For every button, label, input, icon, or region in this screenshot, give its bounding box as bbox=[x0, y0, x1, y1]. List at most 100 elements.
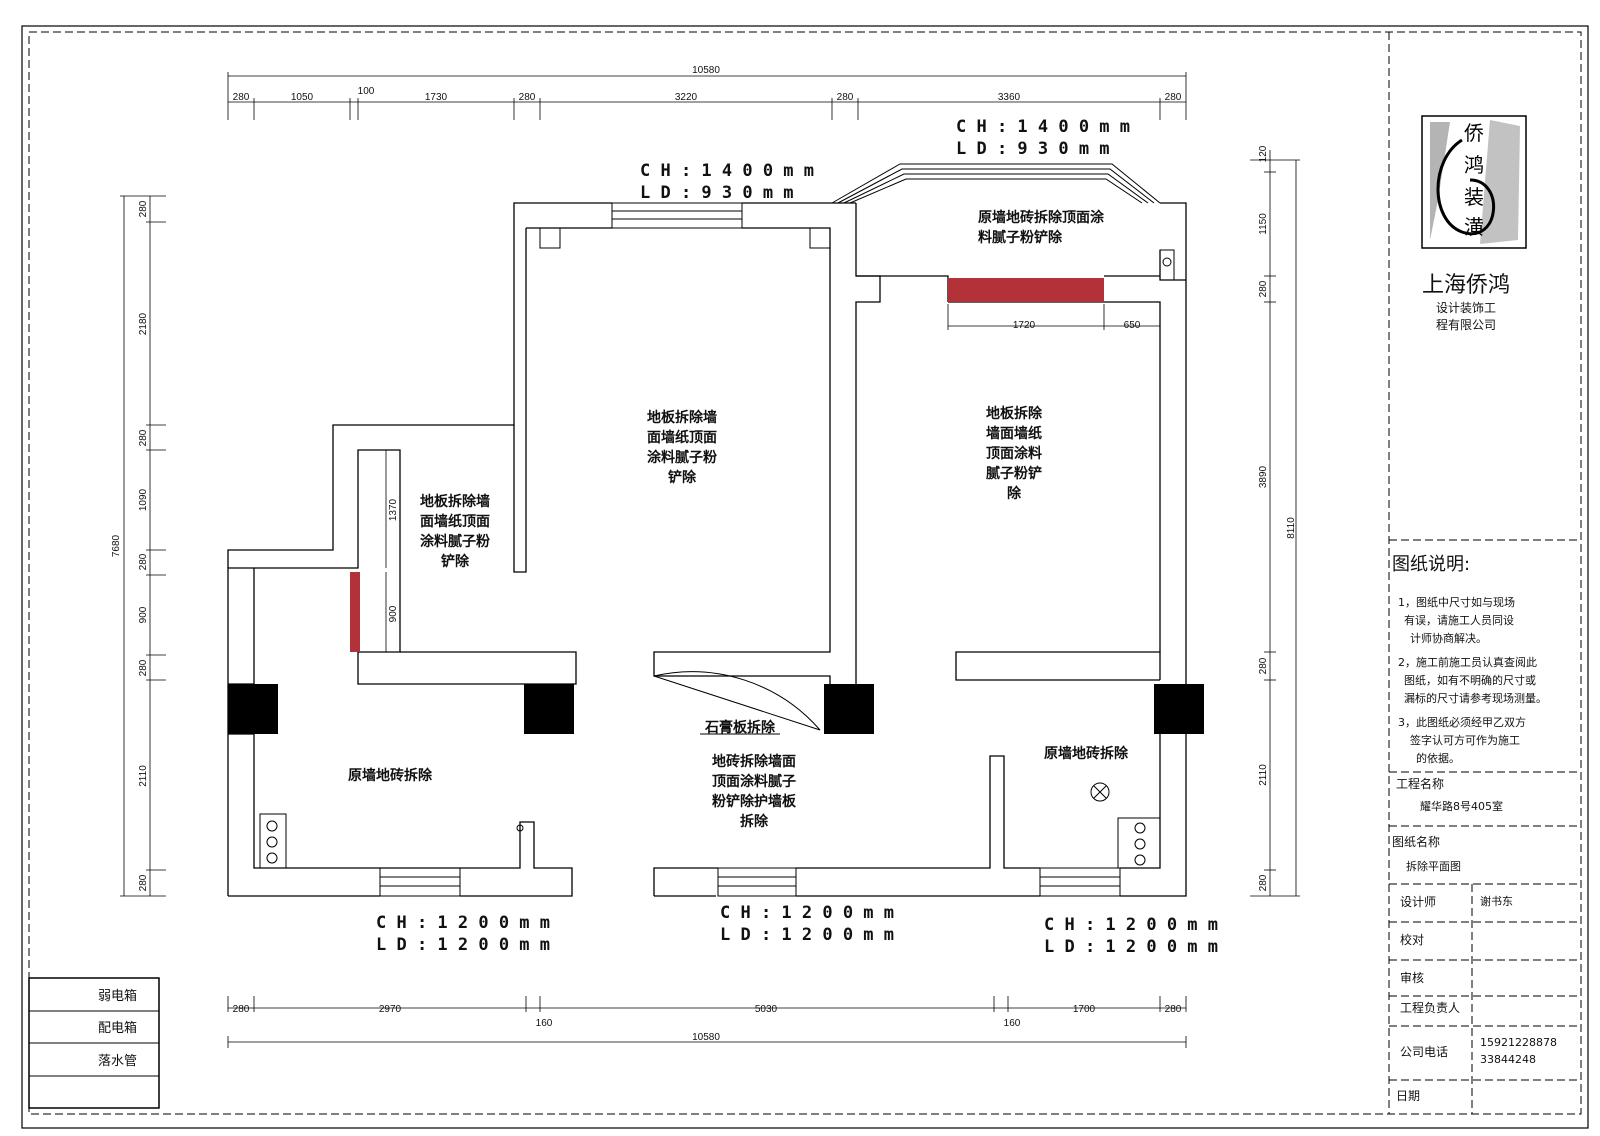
drawing-name-value: 拆除平面图 bbox=[1406, 859, 1461, 873]
room-center-line-2: 面墙纸顶面 bbox=[647, 429, 717, 446]
drain-pipe-icon bbox=[1162, 257, 1172, 267]
logo-char-3: 装 bbox=[1464, 185, 1484, 209]
dim-top-total: 10580 bbox=[692, 65, 720, 76]
room-left-small-line-1: 地板拆除墙 bbox=[420, 493, 490, 510]
reviewer-label: 审核 bbox=[1400, 970, 1424, 985]
dim-left-seg-4: 1090 bbox=[138, 488, 149, 511]
window-bottom-mid bbox=[717, 867, 797, 897]
logo-char-2: 鸿 bbox=[1464, 153, 1484, 177]
checker-label: 校对 bbox=[1400, 932, 1424, 947]
phone-value-2: 33844248 bbox=[1480, 1053, 1536, 1066]
outer-frame bbox=[21, 25, 1589, 1129]
dim-left-seg-7: 280 bbox=[138, 659, 149, 676]
column-center-right bbox=[824, 684, 874, 734]
notes-title: 图纸说明: bbox=[1392, 554, 1470, 575]
gypsum-label: 石膏板拆除 bbox=[704, 719, 776, 736]
room-right-line-4: 腻子粉铲 bbox=[986, 465, 1042, 482]
project-name-label: 工程名称 bbox=[1396, 776, 1444, 791]
phone-label: 公司电话 bbox=[1400, 1045, 1448, 1059]
dim-left-seg-9: 280 bbox=[138, 874, 149, 891]
company-sub-2: 程有限公司 bbox=[1436, 317, 1496, 332]
drain-pipe-box bbox=[1159, 249, 1175, 281]
note-2-line-1: 2，施工前施工员认真查阅此 bbox=[1398, 655, 1537, 669]
dim-top-seg-1: 280 bbox=[233, 92, 250, 103]
dim-inner-1370: 1370 bbox=[388, 498, 399, 521]
dim-top-seg-6: 3220 bbox=[675, 92, 698, 103]
room-bottom-center-line-4: 拆除 bbox=[740, 813, 769, 830]
dim-bottom-seg-4: 5030 bbox=[755, 1004, 778, 1015]
window-label-top-right: C H : 1 4 0 0 m m L D : 9 3 0 m m bbox=[956, 117, 1130, 159]
window-label-top-left: C H : 1 4 0 0 m m L D : 9 3 0 m m bbox=[640, 161, 814, 203]
dim-left-seg-8: 2110 bbox=[138, 765, 149, 787]
dim-top-seg-3: 100 bbox=[358, 86, 375, 97]
company-sub-1: 设计装饰工 bbox=[1436, 301, 1496, 315]
room-center-line-3: 涂料腻子粉 bbox=[647, 449, 717, 466]
dimension-lines bbox=[120, 72, 1300, 1048]
dim-right-seg-3: 280 bbox=[1258, 280, 1269, 297]
stove-left bbox=[259, 813, 287, 869]
company-name: 上海侨鸿 bbox=[1422, 273, 1510, 298]
drawing-name-label: 图纸名称 bbox=[1392, 834, 1440, 849]
note-2-line-3: 漏标的尺寸请参考现场测量。 bbox=[1404, 691, 1547, 705]
window-bottom-left bbox=[379, 867, 461, 897]
bay-window bbox=[831, 163, 1161, 204]
dim-left-seg-1: 280 bbox=[138, 200, 149, 217]
corner-post-right bbox=[809, 227, 831, 249]
dim-top-seg-4: 1730 bbox=[425, 92, 448, 103]
inner-dashed-frame bbox=[28, 31, 1582, 1115]
manager-label: 工程负责人 bbox=[1400, 1000, 1460, 1015]
dim-right-seg-1: 120 bbox=[1258, 145, 1269, 162]
project-name-value: 耀华路8号405室 bbox=[1420, 799, 1503, 813]
note-1-line-3: 计师协商解决。 bbox=[1410, 631, 1487, 645]
dim-inner-650: 650 bbox=[1124, 320, 1141, 331]
window-label-bottom-mid: C H : 1 2 0 0 m m L D : 1 2 0 0 m m bbox=[720, 903, 894, 945]
room-left-small-line-4: 铲除 bbox=[441, 553, 470, 570]
legend-item-weak-current-box: 弱电箱 bbox=[98, 988, 137, 1004]
room-center-line-1: 地板拆除墙 bbox=[647, 409, 717, 426]
window-bottom-right-ch: C H : 1 2 0 0 m m bbox=[1044, 915, 1218, 935]
window-bottom-right bbox=[1039, 867, 1121, 897]
designer-label: 设计师 bbox=[1400, 895, 1436, 909]
window-top-left-ch: C H : 1 4 0 0 m m bbox=[640, 161, 814, 181]
dim-bottom-seg-7: 280 bbox=[1165, 1004, 1182, 1015]
dim-left-seg-5: 280 bbox=[138, 553, 149, 570]
dim-right-seg-6: 2110 bbox=[1258, 764, 1269, 786]
dim-bottom-seg-3: 160 bbox=[536, 1018, 553, 1029]
note-2-line-2: 图纸，如有不明确的尺寸或 bbox=[1404, 673, 1536, 687]
company-logo: 侨 鸿 装 潢 bbox=[1421, 115, 1527, 249]
dim-top-seg-7: 280 bbox=[837, 92, 854, 103]
dim-left-seg-2: 2180 bbox=[138, 312, 149, 335]
title-block: 侨 鸿 装 潢 上海侨鸿 设计装饰工 程有限公司 图纸说明: 1，图纸中尺寸如与… bbox=[1389, 115, 1581, 1114]
window-label-bottom-right: C H : 1 2 0 0 m m L D : 1 2 0 0 m m bbox=[1044, 915, 1218, 957]
room-bottom-center-line-1: 地砖拆除墙面 bbox=[712, 753, 796, 770]
dim-inner-900: 900 bbox=[388, 605, 399, 622]
dim-right-seg-4: 3890 bbox=[1258, 465, 1269, 488]
room-top-right-line-1: 原墙地砖拆除顶面涂 bbox=[978, 209, 1105, 226]
stove-right bbox=[1117, 817, 1161, 869]
room-left-small-line-3: 涂料腻子粉 bbox=[420, 533, 490, 550]
window-top-left bbox=[611, 202, 743, 229]
room-label-left-small: 地板拆除墙 面墙纸顶面 涂料腻子粉 铲除 bbox=[420, 493, 490, 570]
dim-top-seg-5: 280 bbox=[519, 92, 536, 103]
room-label-bottom-center: 地砖拆除墙面 顶面涂料腻子 粉铲除护墙板 拆除 bbox=[712, 753, 797, 830]
dim-left-total: 7680 bbox=[111, 534, 122, 557]
window-bottom-mid-ch: C H : 1 2 0 0 m m bbox=[720, 903, 894, 923]
dim-top-seg-9: 280 bbox=[1165, 92, 1182, 103]
room-left-small-line-2: 面墙纸顶面 bbox=[420, 513, 490, 530]
window-top-left-ld: L D : 9 3 0 m m bbox=[640, 183, 794, 203]
column-left bbox=[228, 684, 278, 734]
dim-bottom-total: 10580 bbox=[692, 1032, 720, 1043]
dim-left-seg-3: 280 bbox=[138, 429, 149, 446]
dim-left-seg-6: 900 bbox=[138, 606, 149, 623]
note-3-line-3: 的依据。 bbox=[1416, 751, 1460, 765]
dim-right-seg-5: 280 bbox=[1258, 657, 1269, 674]
room-bottom-right-label: 原墙地砖拆除 bbox=[1044, 745, 1129, 762]
room-bottom-center-line-3: 粉铲除护墙板 bbox=[712, 793, 797, 810]
room-right-line-1: 地板拆除 bbox=[986, 405, 1043, 422]
dim-bottom-seg-6: 1700 bbox=[1073, 1004, 1096, 1015]
window-bottom-mid-ld: L D : 1 2 0 0 m m bbox=[720, 925, 894, 945]
dim-right-seg-7: 280 bbox=[1258, 874, 1269, 891]
room-center-line-4: 铲除 bbox=[668, 469, 697, 486]
note-3-line-1: 3，此图纸必须经甲乙双方 bbox=[1398, 715, 1526, 729]
room-right-line-5: 除 bbox=[1007, 485, 1022, 502]
